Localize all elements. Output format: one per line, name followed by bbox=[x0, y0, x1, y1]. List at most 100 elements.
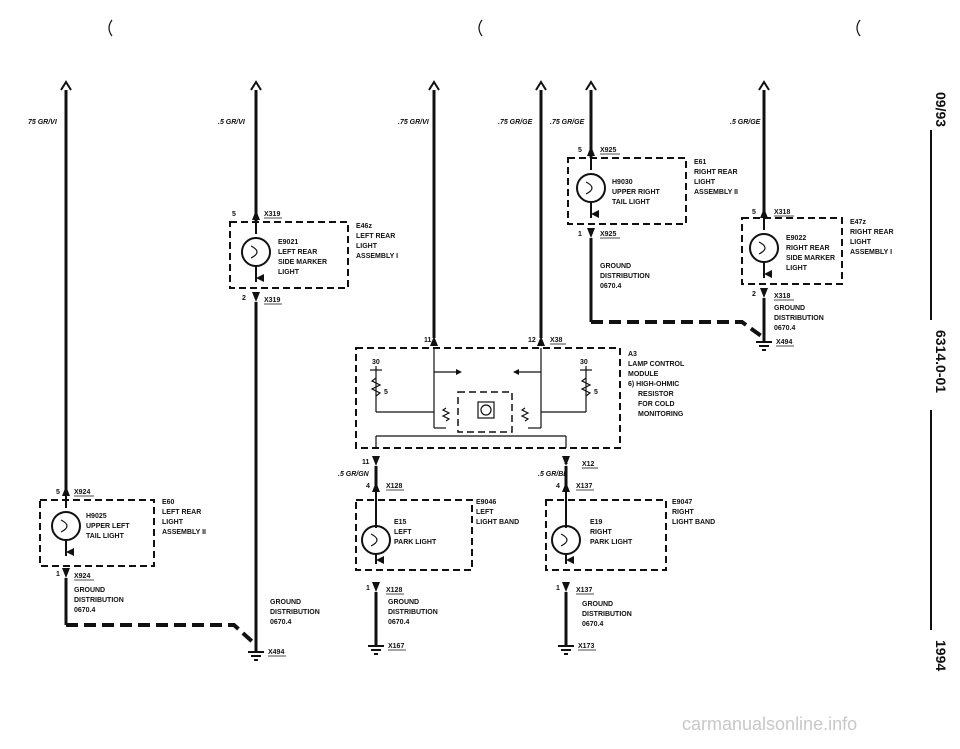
svg-text:MONITORING: MONITORING bbox=[638, 411, 684, 418]
side-date-text: 09/93 bbox=[933, 92, 949, 127]
svg-text:GROUND: GROUND bbox=[582, 601, 613, 608]
connector-x319: X319 bbox=[264, 211, 280, 218]
svg-text:LIGHT: LIGHT bbox=[356, 243, 378, 250]
svg-text:GROUND: GROUND bbox=[270, 599, 301, 606]
svg-text:RIGHT: RIGHT bbox=[672, 509, 695, 516]
resistor-icon bbox=[580, 377, 592, 397]
side-code-text: 6314.0-01 bbox=[933, 330, 949, 393]
svg-text:RIGHT REAR: RIGHT REAR bbox=[694, 169, 738, 176]
svg-text:TAIL LIGHT: TAIL LIGHT bbox=[86, 533, 125, 540]
svg-text:LIGHT: LIGHT bbox=[786, 265, 808, 272]
wire-label: .75 GR/VI bbox=[398, 119, 430, 126]
svg-text:RIGHT: RIGHT bbox=[590, 529, 613, 536]
connector-x319: X319 bbox=[264, 297, 280, 304]
svg-text:LIGHT: LIGHT bbox=[850, 239, 872, 246]
svg-text:2: 2 bbox=[242, 295, 246, 302]
side-code: 6314.0-01 bbox=[933, 330, 949, 393]
svg-text:0670.4: 0670.4 bbox=[774, 325, 796, 332]
svg-text:12: 12 bbox=[528, 337, 536, 344]
component-e9022: 5 X318 E9022 RIGHT REAR SIDE MARKER LIGH… bbox=[741, 208, 843, 338]
svg-text:5: 5 bbox=[384, 389, 388, 396]
svg-text:5: 5 bbox=[594, 389, 598, 396]
connector-x38: X38 bbox=[550, 337, 563, 344]
ground-icon bbox=[368, 645, 384, 655]
component-e19: 4 X137 E19 RIGHT PARK LIGHT 1 X137 X173 … bbox=[545, 482, 667, 655]
connector-x925: X925 bbox=[600, 231, 616, 238]
svg-text:X173: X173 bbox=[578, 643, 594, 650]
svg-text:DISTRIBUTION: DISTRIBUTION bbox=[600, 273, 650, 280]
svg-text:E15: E15 bbox=[394, 519, 407, 526]
ground-label-h9030: GROUND DISTRIBUTION 0670.4 bbox=[600, 263, 650, 290]
component-e47: E47z RIGHT REAR LIGHT ASSEMBLY I bbox=[850, 219, 894, 256]
wire-label: .5 GR/VI bbox=[218, 119, 246, 126]
svg-text:30: 30 bbox=[580, 359, 588, 366]
svg-text:GROUND: GROUND bbox=[774, 305, 805, 312]
relay-icon bbox=[477, 401, 495, 419]
svg-text:2: 2 bbox=[752, 291, 756, 298]
svg-text:1: 1 bbox=[56, 571, 60, 578]
svg-text:DISTRIBUTION: DISTRIBUTION bbox=[270, 609, 320, 616]
svg-text:RIGHT REAR: RIGHT REAR bbox=[786, 245, 830, 252]
wire-label: .75 GR/GE bbox=[550, 119, 585, 126]
svg-text:PARK LIGHT: PARK LIGHT bbox=[394, 539, 437, 546]
ground-label-left: GROUND DISTRIBUTION 0670.4 bbox=[74, 587, 124, 614]
svg-text:GROUND: GROUND bbox=[74, 587, 105, 594]
ground-bus-right bbox=[591, 320, 766, 340]
component-e61: E61 RIGHT REAR LIGHT ASSEMBLY II bbox=[694, 159, 738, 196]
component-e9047: E9047 RIGHT LIGHT BAND bbox=[672, 499, 715, 526]
svg-text:4: 4 bbox=[366, 483, 370, 490]
connector-x924: X924 bbox=[74, 573, 90, 580]
connector-x137: X137 bbox=[576, 587, 592, 594]
svg-text:0670.4: 0670.4 bbox=[600, 283, 622, 290]
wire-label: .5 GR/BL bbox=[538, 471, 568, 478]
connector-x924: X924 bbox=[74, 489, 90, 496]
svg-text:11: 11 bbox=[424, 337, 432, 344]
ground-x494-left: X494 bbox=[248, 645, 286, 661]
scan-mark bbox=[856, 19, 861, 37]
resistor-icon bbox=[370, 377, 382, 397]
svg-text:0670.4: 0670.4 bbox=[388, 619, 410, 626]
lamp-icon bbox=[361, 525, 391, 555]
component-h9030: 5 X925 H9030 UPPER RIGHT TAIL LIGHT 1 X9… bbox=[567, 146, 687, 322]
wire-label: 75 GR/VI bbox=[28, 119, 58, 126]
ground-bus-left bbox=[66, 623, 258, 647]
side-date: 09/93 bbox=[933, 92, 949, 127]
svg-text:LIGHT BAND: LIGHT BAND bbox=[476, 519, 519, 526]
connector-x137: X137 bbox=[576, 483, 592, 490]
svg-text:LEFT REAR: LEFT REAR bbox=[278, 249, 317, 256]
svg-text:DISTRIBUTION: DISTRIBUTION bbox=[774, 315, 824, 322]
lamp-icon bbox=[551, 525, 581, 555]
svg-text:5: 5 bbox=[752, 209, 756, 216]
svg-text:DISTRIBUTION: DISTRIBUTION bbox=[74, 597, 124, 604]
svg-text:X167: X167 bbox=[388, 643, 404, 650]
svg-text:LIGHT: LIGHT bbox=[162, 519, 184, 526]
svg-text:GROUND: GROUND bbox=[600, 263, 631, 270]
svg-text:E61: E61 bbox=[694, 159, 707, 166]
svg-text:0670.4: 0670.4 bbox=[582, 621, 604, 628]
svg-text:H9030: H9030 bbox=[612, 179, 633, 186]
ground-icon bbox=[756, 341, 772, 351]
svg-text:DISTRIBUTION: DISTRIBUTION bbox=[582, 611, 632, 618]
feed-wires bbox=[64, 90, 766, 490]
svg-text:1: 1 bbox=[366, 585, 370, 592]
svg-text:X494: X494 bbox=[268, 649, 284, 656]
svg-text:FOR COLD: FOR COLD bbox=[638, 401, 675, 408]
svg-text:LIGHT: LIGHT bbox=[278, 269, 300, 276]
wire-label: .5 GR/GN bbox=[338, 471, 370, 478]
svg-text:LEFT: LEFT bbox=[476, 509, 494, 516]
svg-text:GROUND: GROUND bbox=[388, 599, 419, 606]
ground-icon bbox=[248, 651, 264, 661]
svg-text:TAIL LIGHT: TAIL LIGHT bbox=[612, 199, 651, 206]
svg-text:ASSEMBLY II: ASSEMBLY II bbox=[694, 189, 738, 196]
connector-x12: X12 bbox=[582, 461, 595, 468]
svg-text:1: 1 bbox=[578, 231, 582, 238]
svg-text:30: 30 bbox=[372, 359, 380, 366]
component-e46: E46z LEFT REAR LIGHT ASSEMBLY I bbox=[356, 223, 398, 260]
lamp-icon bbox=[51, 511, 81, 541]
svg-text:UPPER RIGHT: UPPER RIGHT bbox=[612, 189, 661, 196]
svg-text:5: 5 bbox=[56, 489, 60, 496]
svg-text:5: 5 bbox=[578, 147, 582, 154]
lamp-icon bbox=[749, 233, 779, 263]
svg-text:LEFT REAR: LEFT REAR bbox=[356, 233, 395, 240]
